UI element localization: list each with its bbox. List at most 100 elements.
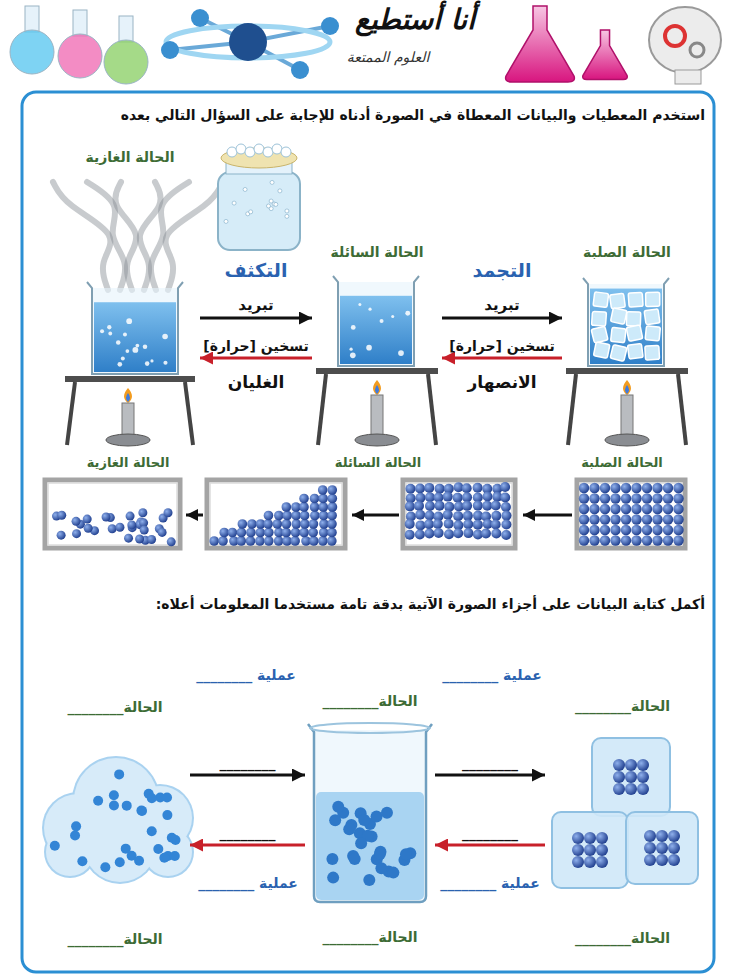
liquid-particle xyxy=(264,511,274,521)
solid-particle xyxy=(668,842,680,854)
process-blank: عملية ________ xyxy=(442,666,542,684)
state-label: الحالة________ xyxy=(67,698,162,716)
edge-label: ________ xyxy=(462,754,518,772)
bubble xyxy=(380,319,384,323)
gas-particle xyxy=(102,512,111,521)
liquid-particle xyxy=(405,519,415,529)
solid-particle xyxy=(600,483,610,493)
solid-particle xyxy=(642,493,652,503)
solid-particle xyxy=(584,856,596,868)
solid-particle xyxy=(572,844,584,856)
liquid-particle xyxy=(381,807,393,819)
liquid-particle xyxy=(433,519,443,529)
state-label: الحالة الغازية xyxy=(85,148,174,166)
gas-particle xyxy=(100,862,110,872)
edge-label: تبريد xyxy=(484,296,519,316)
liquid-particle xyxy=(435,484,445,494)
liquid-particle xyxy=(483,492,493,502)
flask-neck xyxy=(25,6,39,32)
liquid-particle xyxy=(463,519,473,529)
liquid-particle xyxy=(481,529,491,539)
liquid-particle xyxy=(219,528,229,538)
particle-frame-inner xyxy=(210,483,342,545)
flame xyxy=(373,380,381,395)
liquid-particle xyxy=(256,528,266,538)
liquid-particle xyxy=(415,483,425,493)
solid-particle xyxy=(644,842,656,854)
particle-frame-inner xyxy=(580,483,682,545)
liquid-particle xyxy=(299,494,309,504)
edge-label: ________ xyxy=(220,824,276,842)
flask-body xyxy=(58,34,102,78)
liquid-particle xyxy=(491,519,501,529)
process-arrow xyxy=(523,514,572,517)
liquid-particle xyxy=(327,511,337,521)
gas-particle xyxy=(115,523,124,532)
solid-particle xyxy=(631,535,641,545)
edge-label: تسخين [حرارة] xyxy=(449,337,555,355)
gas-particle xyxy=(136,805,146,815)
solid-particle xyxy=(673,493,683,503)
liquid-particle xyxy=(282,511,292,521)
solid-particle xyxy=(652,514,662,524)
solid-particle xyxy=(631,525,641,535)
liquid-particle xyxy=(500,492,510,502)
lid-bubble xyxy=(236,144,246,154)
solid-particle xyxy=(673,483,683,493)
gas-particle xyxy=(127,520,136,529)
solid-particle xyxy=(589,483,599,493)
head-gear xyxy=(690,43,704,57)
solid-particle xyxy=(631,483,641,493)
gas-particle xyxy=(138,508,147,517)
solid-particle xyxy=(579,525,589,535)
liquid-particle xyxy=(491,511,501,521)
liquid-particle xyxy=(318,485,328,495)
ice-cube xyxy=(626,812,698,884)
bubble xyxy=(366,345,372,351)
stand-leg xyxy=(318,374,326,445)
gas-particle xyxy=(72,529,81,538)
bubble xyxy=(132,347,138,353)
gas-particle xyxy=(57,511,66,520)
gas-particle xyxy=(109,790,119,800)
state-label: الحالة الغازية xyxy=(87,455,170,472)
liquid-particle xyxy=(434,528,444,538)
gas-particle xyxy=(93,796,103,806)
solid-particle xyxy=(652,504,662,514)
liquid-particle xyxy=(414,501,424,511)
solid-particle xyxy=(589,525,599,535)
liquid-particle xyxy=(282,519,292,529)
ice-cube xyxy=(627,343,643,359)
solid-particle xyxy=(613,771,625,783)
gas-particle xyxy=(137,806,147,816)
solid-particle xyxy=(625,771,637,783)
solid-particle xyxy=(625,783,637,795)
gas-particle xyxy=(109,801,119,811)
solid-particle xyxy=(673,514,683,524)
bubble xyxy=(163,361,167,365)
bubble xyxy=(117,362,122,367)
gas-particle xyxy=(164,508,173,517)
state-beaker: الحالة الصلبة xyxy=(562,243,692,448)
particle-frame-inner xyxy=(48,483,177,545)
bubble xyxy=(123,333,127,337)
gas-particle xyxy=(134,856,144,866)
solid-particle xyxy=(572,856,584,868)
stand-leg xyxy=(568,374,576,445)
ice-cube xyxy=(610,293,626,309)
solid-particle xyxy=(631,493,641,503)
beaker-water xyxy=(590,289,662,364)
liquid-particle xyxy=(291,511,301,521)
liquid-particle xyxy=(501,520,511,530)
edge-label: تسخين [حرارة] xyxy=(203,337,309,355)
gas-particle xyxy=(77,856,87,866)
liquid-particle xyxy=(462,483,472,493)
liquid-particle xyxy=(299,528,309,538)
liquid-particle xyxy=(453,511,463,521)
liquid-particle xyxy=(281,528,291,538)
ice-cube xyxy=(552,812,628,888)
liquid-particle xyxy=(425,501,435,511)
bubble xyxy=(145,361,150,366)
ice-cube xyxy=(593,292,609,308)
state-label: الحالة السائلة xyxy=(335,455,421,472)
